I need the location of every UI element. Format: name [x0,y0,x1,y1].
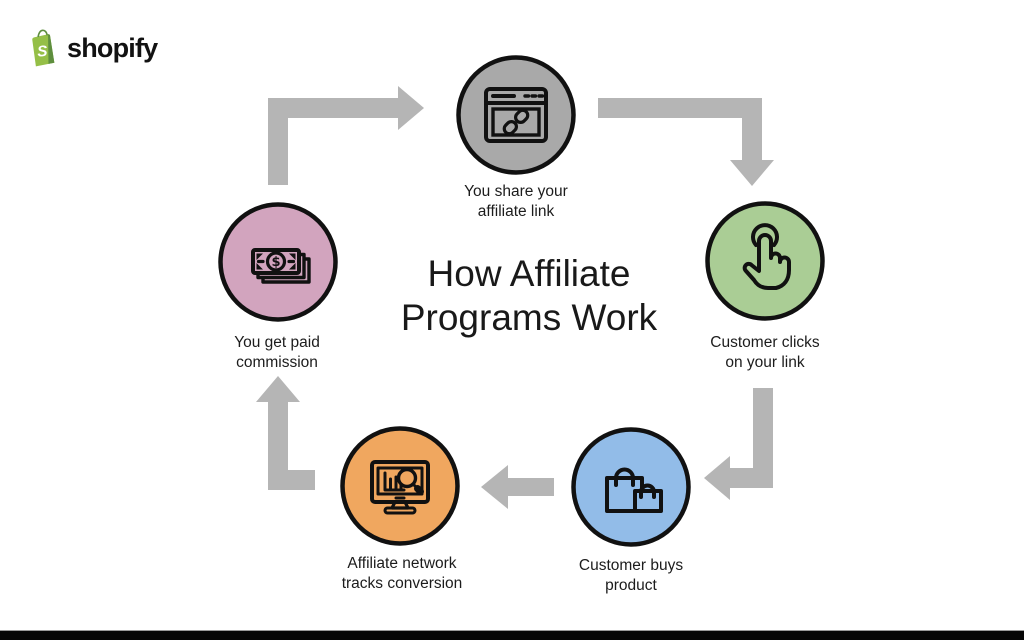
bar-chart-glyph [383,471,406,492]
customer-clicks-label: Customer clicks on your link [710,334,820,372]
arrow-clicks-to-buys [704,388,773,500]
magnifier-glyph [396,467,418,489]
step-customer-buys [569,425,693,549]
brand-wordmark: shopify [67,33,158,63]
network-tracks-label: Affiliate network tracks conversion [341,555,463,593]
customer-clicks-circle [705,201,825,321]
bag-shadow [48,34,55,64]
share-link-label: You share your affiliate link [464,183,568,221]
step-get-paid: $ [216,200,340,324]
arrow-buys-to-tracks [481,465,554,509]
footer-bar [0,630,1024,640]
page-title: How Affiliate Programs Work [364,252,694,341]
shopify-bag-icon: S [32,29,55,67]
customer-buys-label: Customer buys product [578,557,684,595]
bag-letter: S [36,43,48,61]
customer-buys-circle [571,427,691,547]
bag-handle [37,29,49,38]
browser-link-icon [484,87,548,143]
chain-link-glyph [502,108,530,136]
arrow-paid-to-share [268,86,424,185]
step-share-link [454,53,578,177]
money-bills-icon: $ [251,248,311,284]
arrow-tracks-to-paid [256,376,315,490]
arrow-share-to-clicks [598,98,774,186]
title-line-1: How Affiliate [427,253,631,294]
tap-click-icon [742,223,791,290]
dollar-glyph: $ [271,255,280,270]
step-customer-clicks [703,199,827,323]
monitor-chart-icon [370,460,430,515]
shopify-logo: S shopify [26,28,158,69]
title-line-2: Programs Work [400,297,658,339]
get-paid-label: You get paid commission [234,334,320,372]
shopping-bags-icon [605,467,663,513]
step-network-tracks [338,424,462,548]
